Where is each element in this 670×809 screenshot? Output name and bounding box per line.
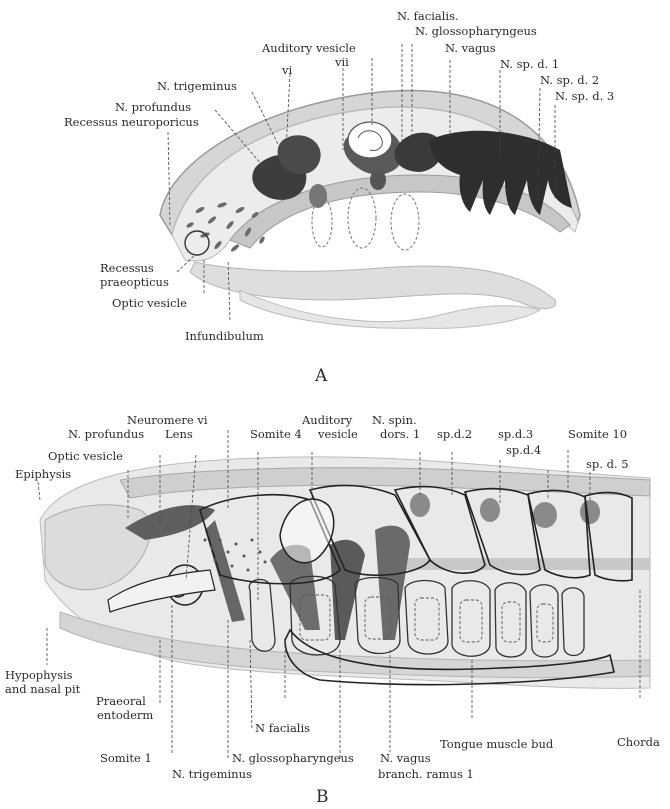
label-b-epiphysis: Epiphysis: [15, 468, 71, 481]
label-a-recessus-neuroporicus: Recessus neuroporicus: [64, 116, 199, 129]
label-a-infundibulum: Infundibulum: [185, 330, 264, 343]
label-b-somite-4: Somite 4: [250, 428, 302, 441]
label-a-vii: vii: [335, 56, 349, 69]
label-b-branch-ramus: branch. ramus 1: [378, 768, 474, 781]
label-a-recessus: Recessus: [100, 262, 154, 275]
label-b-hypophysis: Hypophysis: [5, 669, 73, 682]
label-b-somite-10: Somite 10: [568, 428, 627, 441]
label-b-n-trigeminus: N. trigeminus: [172, 768, 252, 781]
label-b-optic-vesicle: Optic vesicle: [48, 450, 123, 463]
label-b-n-spin: N. spin.: [372, 414, 417, 427]
label-b-sp-d-2: sp.d.2: [437, 428, 472, 441]
label-b-sp-d-4: sp.d.4: [506, 444, 541, 457]
label-a-optic-vesicle: Optic vesicle: [112, 297, 187, 310]
label-b-dors-1: dors. 1: [380, 428, 420, 441]
label-b-tongue-muscle-bud: Tongue muscle bud: [440, 738, 553, 751]
label-a-n-profundus: N. profundus: [115, 101, 191, 114]
label-b-vesicle: vesicle: [318, 428, 358, 441]
label-a-vi: vi: [282, 64, 292, 77]
label-a-n-sp-d-3: N. sp. d. 3: [555, 90, 614, 103]
label-b-lens: Lens: [165, 428, 193, 441]
label-b-n-glossopharyngeus: N. glossopharyngeus: [232, 752, 354, 765]
label-b-chorda: Chorda: [617, 736, 660, 749]
auditory-vesicle-a: [348, 122, 392, 158]
label-a-praeopticus: praeopticus: [100, 276, 169, 289]
label-b-neuromere-vi: Neuromere vi: [127, 414, 208, 427]
label-a-n-trigeminus: N. trigeminus: [157, 80, 237, 93]
label-a-n-glossopharyngeus: N. glossopharyngeus: [415, 25, 537, 38]
panel-letter-a: A: [315, 366, 327, 386]
label-a-n-sp-d-2: N. sp. d. 2: [540, 74, 599, 87]
label-b-sp-d-3: sp.d.3: [498, 428, 533, 441]
label-b-n-facialis: N facialis: [255, 722, 310, 735]
label-a-auditory-vesicle: Auditory vesicle: [262, 42, 356, 55]
label-b-entoderm: entoderm: [97, 709, 153, 722]
label-b-auditory: Auditory: [302, 414, 352, 427]
panel-letter-b: B: [316, 787, 329, 807]
label-a-n-sp-d-1: N. sp. d. 1: [500, 58, 559, 71]
label-b-somite-1: Somite 1: [100, 752, 152, 765]
label-a-n-facialis: N. facialis.: [397, 10, 459, 23]
label-b-n-vagus: N. vagus: [380, 752, 431, 765]
label-b-nasal-pit: and nasal pit: [5, 683, 80, 696]
label-b-sp-d-5: sp. d. 5: [586, 458, 629, 471]
label-b-n-profundus: N. profundus: [68, 428, 144, 441]
label-a-n-vagus: N. vagus: [445, 42, 496, 55]
label-b-praeoral: Praeoral: [96, 695, 146, 708]
